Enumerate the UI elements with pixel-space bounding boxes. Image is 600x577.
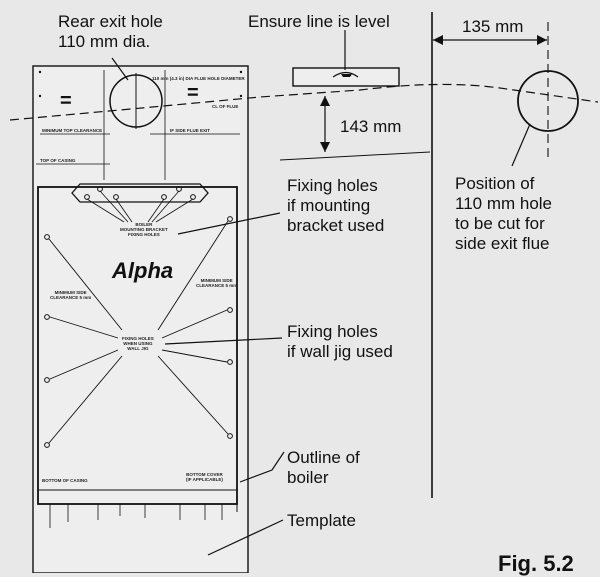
mounting-bracket bbox=[71, 183, 209, 203]
template-sheet bbox=[32, 65, 249, 573]
hole-diameter-text: 110 mm (4.3 in) DIA FLUE HOLE DIAMETER bbox=[152, 76, 245, 81]
cl-of-flue-text: CL OF FLUE bbox=[212, 104, 239, 109]
jig-label-leader bbox=[164, 337, 283, 345]
level-bubble bbox=[341, 74, 352, 77]
top-clearance-text: MINIMUM TOP CLEARANCE bbox=[42, 128, 103, 133]
bottom-of-casing-text: BOTTOM OF CASING bbox=[42, 478, 88, 483]
equals-right: = bbox=[187, 82, 199, 104]
brand-logo-text: Alpha bbox=[112, 258, 174, 283]
template-corner-dot bbox=[38, 70, 42, 74]
dim-135-label: 135 mm bbox=[462, 17, 524, 36]
outline-boiler-label: Outline of boiler bbox=[287, 448, 360, 487]
side-clearance-left-text: MINIMUM SIDE CLEARANCE 5 mm bbox=[50, 290, 92, 300]
pipe-markers bbox=[49, 504, 223, 528]
position-hole-label: Position of 110 mm hole to be cut for si… bbox=[455, 174, 553, 253]
jig-holes-text: FIXING HOLES WHEN USING WALL JIG bbox=[122, 336, 154, 351]
template-corner-dot bbox=[239, 70, 243, 74]
side-exit-hole bbox=[517, 70, 579, 132]
dim-143-baseline bbox=[279, 151, 431, 161]
dim-135-arrow-left bbox=[433, 35, 443, 45]
jig-hole-leaders bbox=[48, 220, 229, 444]
rear-hole-leader bbox=[111, 57, 129, 81]
equals-left: = bbox=[60, 90, 72, 112]
template-label-leader bbox=[207, 519, 284, 556]
bracket-hole-leaders bbox=[86, 190, 194, 223]
template-corner-dot bbox=[38, 94, 42, 98]
rear-exit-hole-label: Rear exit hole 110 mm dia. bbox=[58, 12, 163, 51]
boiler-label-leader bbox=[239, 451, 285, 483]
side-clearance-right-text: MINIMUM SIDE CLEARANCE 5 mm bbox=[196, 278, 238, 288]
dim-143-arrow-top bbox=[320, 96, 330, 106]
flue-centre-line bbox=[9, 83, 599, 121]
fixing-jig-label: Fixing holes if wall jig used bbox=[287, 322, 393, 361]
dim-143-label: 143 mm bbox=[340, 117, 402, 136]
dim-143-arrow-bottom bbox=[320, 142, 330, 152]
jig-holes bbox=[44, 216, 233, 448]
side-hole-leader bbox=[511, 123, 531, 167]
side-flue-exit-text: IF SIDE FLUE EXIT bbox=[170, 128, 211, 133]
template-corner-dot bbox=[239, 94, 243, 98]
top-of-casing-text: TOP OF CASING bbox=[40, 158, 76, 163]
ensure-level-label: Ensure line is level bbox=[248, 12, 390, 31]
template-label: Template bbox=[287, 511, 356, 530]
figure-number: Fig. 5.2 bbox=[498, 551, 574, 576]
bottom-cover-text: BOTTOM COVER (IF APPLICABLE) bbox=[186, 472, 223, 482]
bracket-holes-text: BOILER MOUNTING BRACKET FIXING HOLES bbox=[120, 222, 168, 237]
dim-135-arrow-right bbox=[537, 35, 547, 45]
boiler-outline bbox=[37, 186, 238, 505]
bracket-label-leader bbox=[177, 212, 281, 235]
fixing-bracket-label: Fixing holes if mounting bracket used bbox=[287, 176, 385, 235]
